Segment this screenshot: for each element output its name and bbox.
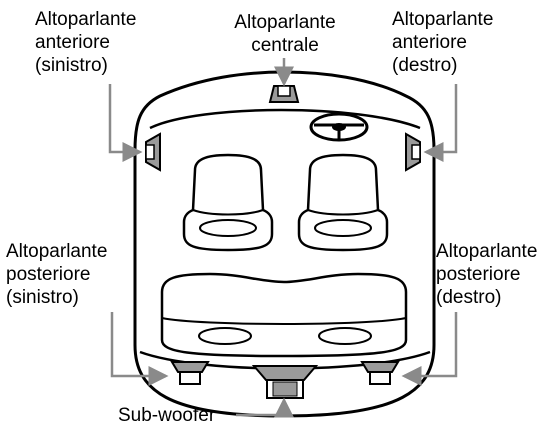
leader-lines (108, 58, 458, 418)
label-rear-right-line2: posteriore (436, 264, 521, 285)
label-center-line1: Altoparlante (234, 12, 336, 33)
dashboard-line (149, 108, 421, 130)
label-rear-right-line3: (destro) (436, 287, 502, 308)
front-right-seat (297, 153, 389, 252)
label-rear-right-line1: Altoparlante (436, 241, 538, 262)
label-subwoofer-text: Sub-woofer (118, 405, 216, 426)
label-front-left-line3: (sinistro) (35, 55, 108, 76)
label-front-left: Altoparlante anteriore (sinistro) (35, 8, 136, 77)
label-front-left-line1: Altoparlante (35, 9, 137, 30)
label-front-right-line1: Altoparlante (392, 9, 494, 30)
leader-front-right (423, 84, 458, 162)
center-speaker-icon (268, 85, 300, 103)
front-left-speaker-icon (145, 132, 161, 172)
steering-wheel-icon (309, 112, 369, 142)
leader-rear-right (401, 312, 458, 386)
label-front-right-line2: anteriore (392, 32, 467, 53)
rear-right-speaker-icon (360, 361, 400, 385)
leader-rear-left (110, 312, 169, 386)
leader-subwoofer (236, 397, 294, 418)
label-front-right: Altoparlante anteriore (destro) (392, 8, 493, 77)
label-subwoofer: Sub-woofer (118, 404, 215, 427)
front-left-seat (182, 153, 274, 252)
label-rear-right: Altoparlante posteriore (destro) (436, 240, 537, 309)
label-center: Altoparlante centrale (228, 11, 342, 57)
rear-bench-seat (160, 272, 408, 358)
leader-front-left (108, 84, 143, 162)
label-rear-left-line3: (sinistro) (6, 287, 79, 308)
label-front-left-line2: anteriore (35, 32, 110, 53)
front-right-speaker-icon (405, 132, 421, 172)
label-rear-left-line1: Altoparlante (6, 241, 108, 262)
rear-left-speaker-icon (170, 361, 210, 385)
subwoofer-speaker-icon (251, 365, 319, 399)
label-center-line2: centrale (251, 35, 319, 56)
label-front-right-line3: (destro) (392, 55, 458, 76)
label-rear-left: Altoparlante posteriore (sinistro) (6, 240, 107, 309)
label-rear-left-line2: posteriore (6, 264, 91, 285)
